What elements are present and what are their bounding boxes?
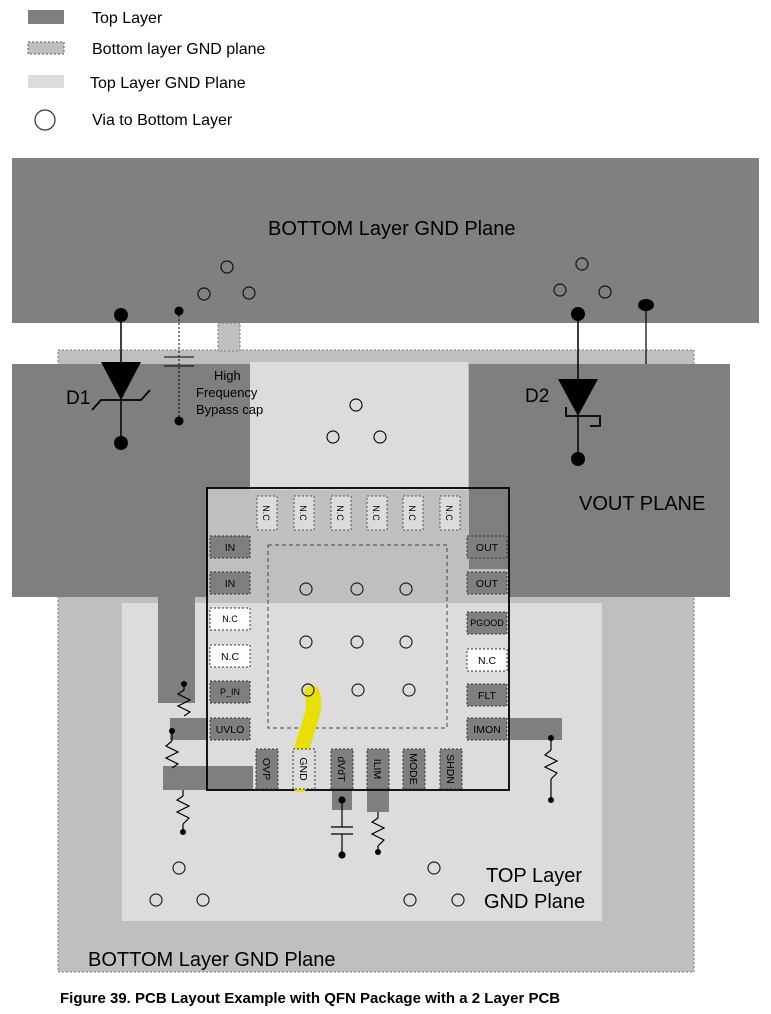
top-pins: N.C N.C N.C N.C N.C N.C — [256, 495, 461, 531]
top-gnd-plane-lower — [122, 603, 602, 921]
legend-via-icon — [34, 109, 56, 131]
pin-top-5: N.C — [407, 505, 417, 521]
vias-lower-left — [149, 861, 210, 907]
plane-connector — [217, 322, 241, 352]
legend-label-top-gnd: Top Layer GND Plane — [90, 75, 246, 92]
pin-top-6: N.C — [444, 505, 454, 521]
pin-left-6: UVLO — [216, 724, 245, 736]
cap-label-line2: Frequency — [196, 385, 258, 400]
pin-right-2: OUT — [476, 578, 499, 590]
d2-diode — [558, 299, 654, 466]
input-plane — [12, 364, 250, 703]
pin-bottom-1: OVP — [260, 758, 272, 780]
vias-center-upper — [326, 398, 387, 444]
bottom-gnd-plane-top — [12, 158, 759, 323]
figure-caption: Figure 39. PCB Layout Example with QFN P… — [60, 990, 560, 1007]
top-gnd-label-line1: TOP Layer — [486, 865, 582, 887]
pin-right-4: N.C — [478, 655, 497, 667]
resistor-dots — [169, 681, 554, 855]
dvdt-capacitor — [331, 796, 353, 859]
bypass-capacitor — [164, 306, 194, 426]
pin-left-1: IN — [225, 542, 236, 554]
bottom-pins: OVP GND dVdT ILIM MODE SHDN — [255, 748, 463, 790]
pin-bottom-3: dVdT — [335, 756, 347, 782]
pin-bottom-4: ILIM — [371, 759, 383, 779]
pin-top-3: N.C — [335, 505, 345, 521]
traces — [163, 718, 562, 812]
legend-label-top-layer: Top Layer — [92, 10, 163, 27]
bottom-plane-bottom-label: BOTTOM Layer GND Plane — [88, 949, 335, 971]
legend-swatch-bottom-gnd — [27, 41, 65, 55]
pin-bottom-6: SHDN — [444, 754, 456, 784]
vias-lower-right — [403, 861, 465, 907]
pin-bottom-2: GND — [297, 757, 309, 781]
vout-plane — [469, 364, 730, 597]
legend-swatch-top-layer — [28, 10, 64, 24]
pin-left-4: N.C — [221, 651, 240, 663]
pin-right-5: FLT — [478, 690, 496, 702]
pin-left-5: P_IN — [220, 687, 240, 697]
right-pins: OUT OUT PGOOD N.C FLT IMON — [466, 535, 508, 741]
vout-plane-label: VOUT PLANE — [579, 493, 705, 515]
thermal-pad — [267, 544, 448, 729]
d1-diode — [91, 308, 151, 450]
legend: Top Layer Bottom layer GND plane Top Lay… — [27, 10, 266, 131]
legend-label-bottom-gnd: Bottom layer GND plane — [92, 41, 266, 58]
pin-right-3: PGOOD — [470, 618, 504, 628]
bottom-plane-top-label: BOTTOM Layer GND Plane — [268, 218, 515, 240]
pin-right-1: OUT — [476, 542, 499, 554]
pin-bottom-5: MODE — [407, 753, 419, 785]
thermal-vias — [299, 582, 416, 697]
qfn-package-outline — [206, 487, 510, 791]
vias-top-right — [553, 257, 612, 299]
pin-left-2: IN — [225, 578, 236, 590]
pin-top-2: N.C — [298, 505, 308, 521]
cap-label-line1: High — [214, 368, 241, 383]
legend-label-via: Via to Bottom Layer — [92, 112, 233, 129]
d1-label: D1 — [66, 388, 90, 409]
cap-label-line3: Bypass cap — [196, 402, 263, 417]
pin-top-4: N.C — [371, 505, 381, 521]
left-pins: IN IN N.C N.C P_IN UVLO — [209, 535, 251, 741]
legend-swatch-top-gnd — [28, 75, 64, 88]
pin-left-3: N.C — [222, 614, 238, 624]
pin-top-1: N.C — [261, 505, 271, 521]
d2-label: D2 — [525, 386, 549, 407]
top-gnd-plane-upper — [250, 362, 468, 490]
top-gnd-label-line2: GND Plane — [484, 891, 585, 913]
pin-right-6: IMON — [473, 724, 500, 736]
vias-top-left — [197, 260, 256, 301]
